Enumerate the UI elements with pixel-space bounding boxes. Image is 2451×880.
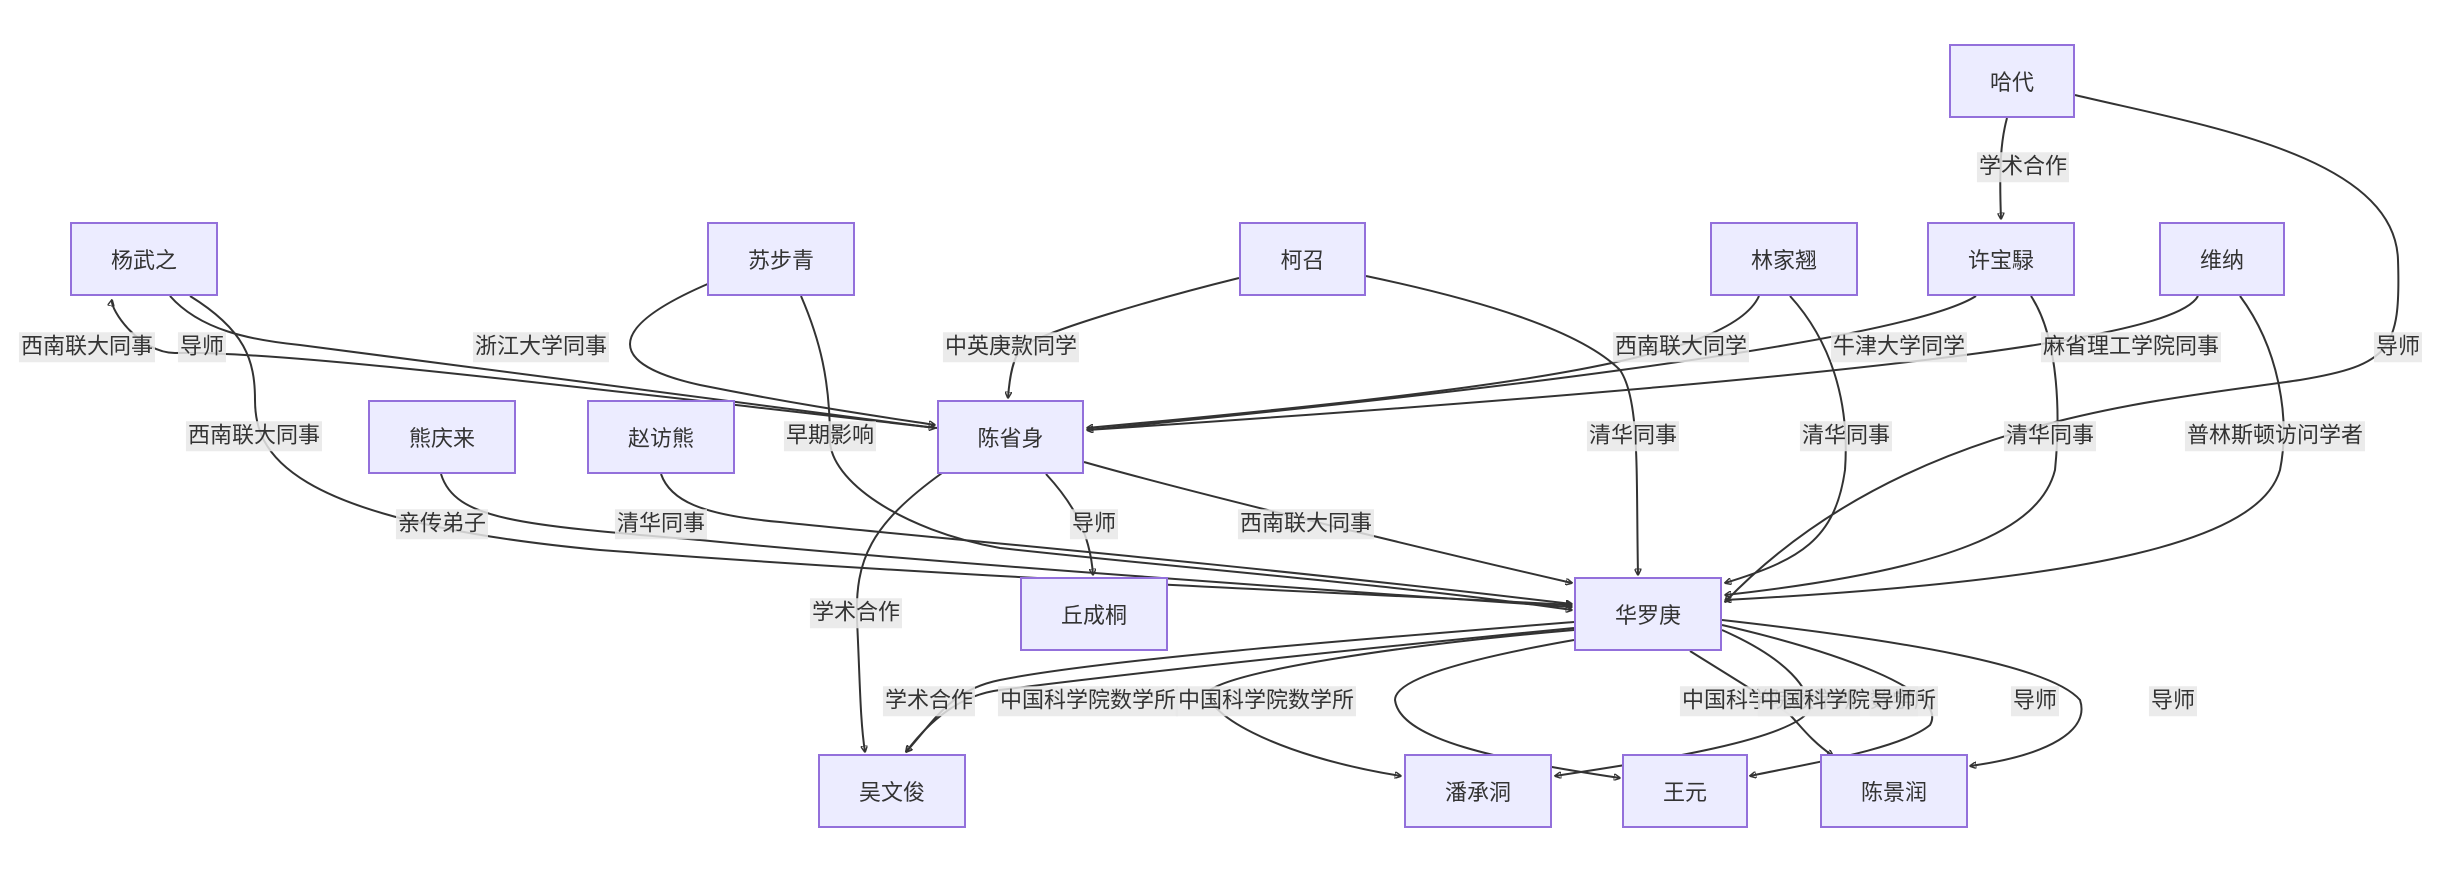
node-hualuogeng[interactable]: 华罗庚 [1574, 577, 1722, 651]
edge-label-yangwuzhi-to-hualuogeng: 西南联大同事 [185, 421, 323, 451]
node-chenshengshen[interactable]: 陈省身 [937, 400, 1084, 474]
node-weina[interactable]: 维纳 [2159, 222, 2285, 296]
edge-label-subuqing-to-chenshengshen: 浙江大学同事 [472, 332, 610, 362]
edge-label-xubaolu-to-hualuogeng: 清华同事 [2003, 421, 2097, 451]
edge-weina-to-hualuogeng [1725, 295, 2285, 600]
node-wangyuan[interactable]: 王元 [1622, 754, 1748, 828]
edge-label-kezhao-to-hualuogeng: 清华同事 [1586, 421, 1680, 451]
edge-linjiaxiang-to-chenshengshen [1087, 295, 1760, 428]
node-subuqing[interactable]: 苏步青 [707, 222, 855, 296]
edge-label-weina-to-hualuogeng: 普林斯顿访问学者 [2184, 421, 2366, 451]
edge-chenshengshen-to-yangwuzhi [112, 300, 938, 429]
edge-yangwuzhi-to-hualuogeng [189, 295, 1572, 605]
edge-label-kezhao-to-chenshengshen: 中英庚款同学 [942, 332, 1080, 362]
edge-hualuogeng-to-wangyuan [1721, 624, 1934, 776]
edge-linjiaxiang-to-hualuogeng [1725, 295, 1847, 583]
edge-yangwuzhi-to-chenshengshen [169, 295, 935, 428]
edge-label-chenshengshen-to-qiuchengtong: 导师 [1069, 509, 1119, 539]
node-linjiaxiang[interactable]: 林家翘 [1710, 222, 1858, 296]
edge-label-weina-to-chenshengshen: 麻省理工学院同事 [2040, 332, 2222, 362]
node-yangwuzhi[interactable]: 杨武之 [70, 222, 218, 296]
node-hadai[interactable]: 哈代 [1949, 44, 2075, 118]
edge-label-chenshengshen-to-hualuogeng: 西南联大同事 [1237, 509, 1375, 539]
node-wuwenjun[interactable]: 吴文俊 [818, 754, 966, 828]
edge-label-subuqing-to-hualuogeng: 早期影响 [783, 421, 877, 451]
edge-xubaolu-to-chenshengshen [1087, 295, 1977, 430]
node-chenjingrun[interactable]: 陈景润 [1820, 754, 1968, 828]
edge-subuqing-to-chenshengshen [629, 282, 935, 425]
edge-label-chenshengshen-to-yangwuzhi: 西南联大同事 [18, 332, 156, 362]
node-qiuchengtong[interactable]: 丘成桐 [1020, 577, 1168, 651]
edge-subuqing-to-hualuogeng [800, 295, 1572, 610]
edge-label-hualuogeng-to-panchengdong: 导师 [1869, 686, 1919, 716]
edge-label-hualuogeng-to-wuwenjun: 学术合作 [882, 686, 976, 716]
node-zhaofangxiong[interactable]: 赵访熊 [587, 400, 735, 474]
edge-label-hualuogeng-to-wangyuan: 导师 [2010, 686, 2060, 716]
edge-label-hadai-to-hualuogeng: 导师 [2373, 332, 2423, 362]
node-kezhao[interactable]: 柯召 [1239, 222, 1366, 296]
edge-label-xubaolu-to-chenshengshen: 牛津大学同学 [1830, 332, 1968, 362]
edge-xiongqinglai-to-hualuogeng [440, 473, 1572, 607]
edge-label-linjiaxiang-to-hualuogeng: 清华同事 [1799, 421, 1893, 451]
edge-label-hadai-to-xubaolu: 学术合作 [1976, 152, 2070, 182]
edge-weina-to-chenshengshen [1087, 295, 2199, 430]
edge-label-yangwuzhi-to-chenshengshen: 导师 [177, 332, 227, 362]
edge-label-chenshengshen-to-wuwenjun: 学术合作 [809, 598, 903, 628]
edge-label-xiongqinglai-to-hualuogeng: 亲传弟子 [395, 509, 489, 539]
edge-zhaofangxiong-to-hualuogeng [660, 473, 1572, 604]
node-panchengdong[interactable]: 潘承洞 [1404, 754, 1552, 828]
edge-hadai-to-hualuogeng [1725, 94, 2400, 602]
edge-label-zhaofangxiong-to-hualuogeng: 清华同事 [614, 509, 708, 539]
edge-label-hualuogeng-to-chenjingrun: 导师 [2148, 686, 2198, 716]
edge-label-linjiaxiang-to-chenshengshen: 西南联大同学 [1612, 332, 1750, 362]
edge-hualuogeng-to-chenjingrun [1721, 619, 2083, 766]
node-xubaolu[interactable]: 许宝騄 [1927, 222, 2075, 296]
edge-label-hualuogeng-to-panchengdong: 中国科学院数学所 [1175, 686, 1357, 716]
edge-label-hualuogeng-to-wuwenjun: 中国科学院数学所 [997, 686, 1179, 716]
node-xiongqinglai[interactable]: 熊庆来 [368, 400, 516, 474]
